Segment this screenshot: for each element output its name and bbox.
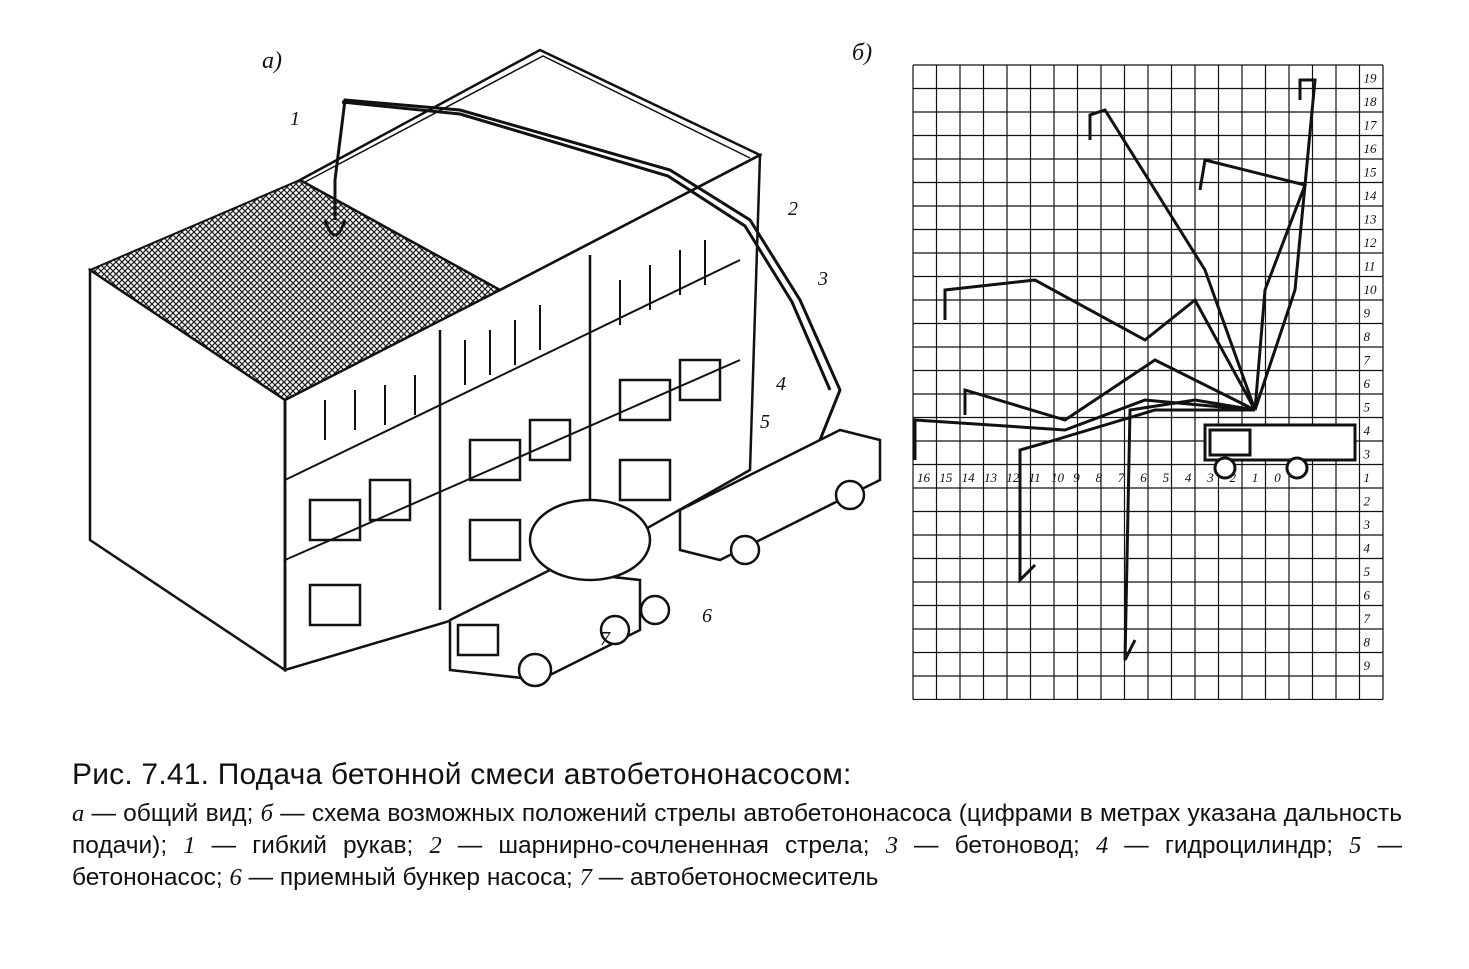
callout-5: 5 [760,411,770,433]
grid-tick: 1 [1364,470,1371,485]
grid-tick: 11 [1364,259,1376,274]
panel-b-label: б) [852,40,873,66]
caption-marker: 6 [229,864,242,891]
callout-2: 2 [788,198,798,220]
grid-tick: 11 [1029,470,1041,485]
grid-tick: 6 [1364,588,1371,603]
grid-tick: 4 [1364,423,1371,438]
grid-tick: 7 [1364,353,1371,368]
caption-definition: — приемный бункер насоса; [241,864,580,891]
pump-truck [678,428,882,566]
building-roof [87,48,763,402]
grid-tick: 5 [1364,564,1371,579]
grid-tick: 16 [1364,141,1378,156]
grid-tick: 19 [1364,71,1378,86]
grid-tick: 10 [1051,470,1065,485]
grid-tick: 3 [1363,517,1371,532]
callout-6: 6 [702,605,712,627]
caption-marker: а [72,800,85,827]
grid-tick: 17 [1364,118,1378,133]
grid-tick: 16 [917,470,931,485]
caption-marker: 5 [1349,832,1362,859]
callout-4: 4 [776,373,786,395]
grid-tick: 8 [1364,635,1371,650]
figure-caption: Рис. 7.41. Подача бетонной смеси автобет… [72,758,1402,894]
building-walls [88,152,762,673]
grid-tick: 3 [1206,470,1214,485]
mixer-truck [448,498,671,688]
caption-definition: — гибкий рукав; [195,832,430,859]
grid-tick: 15 [1364,165,1378,180]
grid-tick: 3 [1363,447,1371,462]
caption-definition: — бетононасос; [72,832,1402,891]
caption-body: а — общий вид; б — схема возможных полож… [72,798,1402,894]
grid-tick: 7 [1364,611,1371,626]
grid-tick: 9 [1073,470,1080,485]
grid-tick: 5 [1364,400,1371,415]
grid-tick: 14 [962,470,976,485]
callout-labels: 1 2 3 4 5 6 7 [290,108,828,650]
caption-marker: 1 [183,832,196,859]
caption-marker: 7 [579,864,592,891]
callout-3: 3 [817,268,828,290]
grid-tick: 14 [1364,188,1378,203]
truck-silhouette [1203,423,1357,480]
caption-definition: — автобетоносмеситель [591,864,879,891]
grid-tick: 18 [1364,94,1378,109]
grid-tick: 12 [1006,470,1020,485]
caption-definition: — общий вид; [84,800,261,827]
grid-tick: 12 [1364,235,1378,250]
caption-marker: 2 [429,832,442,859]
pump-boom [323,98,842,441]
grid-tick: 2 [1230,470,1237,485]
grid-tick: 9 [1364,306,1371,321]
caption-definition: — гидроцилиндр; [1108,832,1350,859]
caption-definition: — шарнирно-сочлененная стрела; [441,832,886,859]
grid-tick: 13 [1364,212,1378,227]
grid-tick: 8 [1096,470,1103,485]
callout-7: 7 [600,628,611,650]
building-illustration: 1 2 3 4 5 6 7 [87,48,882,688]
caption-title: Рис. 7.41. Подача бетонной смеси автобет… [72,758,852,791]
grid-tick: 13 [984,470,998,485]
caption-definition: — бетоновод; [897,832,1096,859]
grid-tick: 7 [1118,470,1125,485]
caption-marker: 4 [1095,832,1109,859]
grid-tick: 4 [1185,470,1192,485]
grid-tick: 1 [1252,470,1259,485]
grid-tick: 0 [1274,470,1281,485]
panel-a-label: а) [262,48,282,74]
callout-1: 1 [290,108,300,130]
grid-lines [912,64,1384,700]
caption-definition: — схема возможных положений стрелы автоб… [72,800,1402,859]
grid-tick: 8 [1364,329,1371,344]
caption-marker: б [260,800,273,827]
grid-tick: 15 [939,470,953,485]
grid-tick: 6 [1364,376,1371,391]
formwork-elements [324,240,706,440]
boom-position-lines [913,78,1317,661]
grid-tick: 2 [1364,494,1371,509]
caption-marker: 3 [885,832,898,859]
grid-tick: 6 [1140,470,1147,485]
grid-tick: 5 [1163,470,1170,485]
grid-tick: 10 [1364,282,1378,297]
grid-tick: 4 [1364,541,1371,556]
grid-tick: 9 [1364,658,1371,673]
